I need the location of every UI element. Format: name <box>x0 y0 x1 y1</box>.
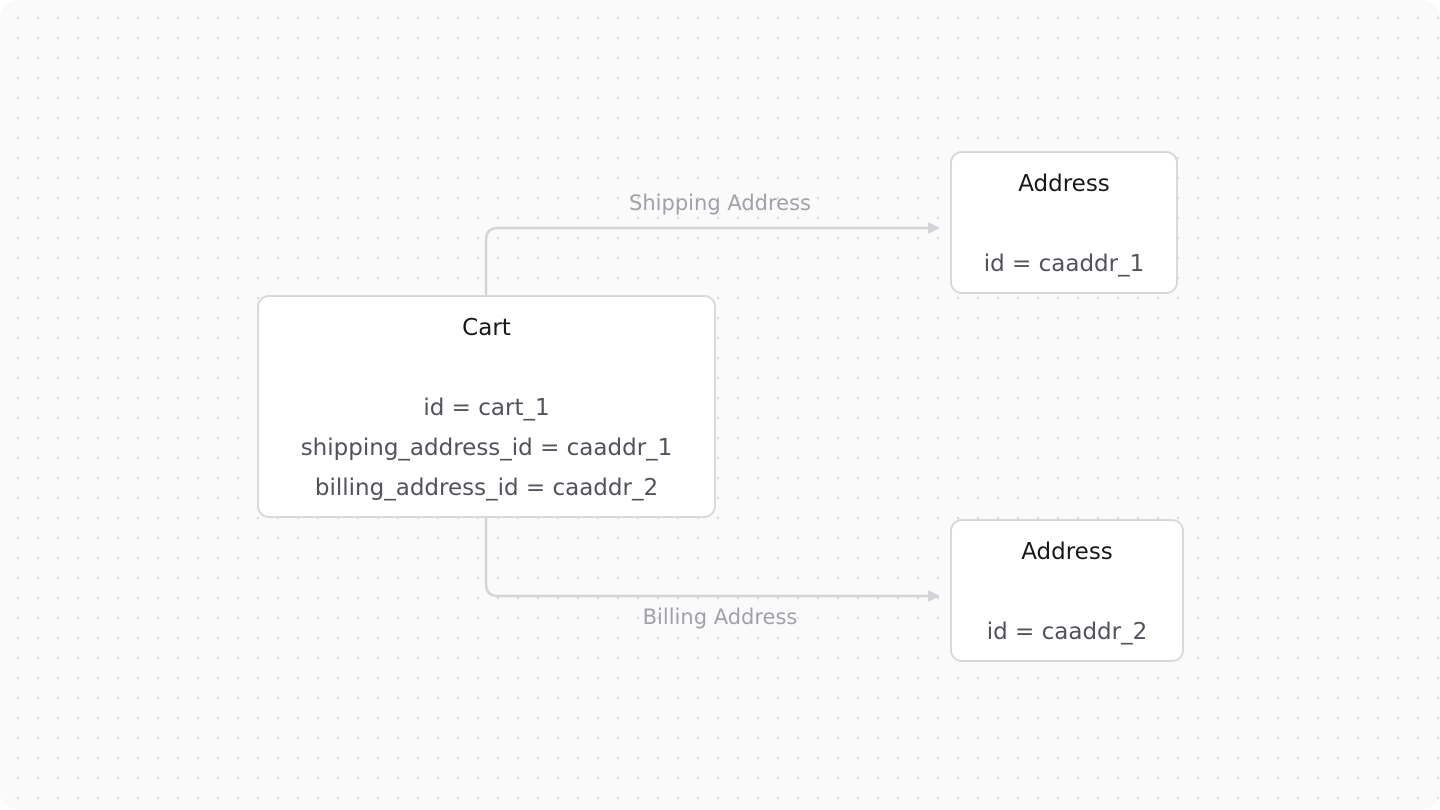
billing-address-node[interactable]: Address id = caaddr_2 <box>950 519 1184 662</box>
shipping-edge-label: Shipping Address <box>629 191 811 215</box>
cart-shipping-address-id-field: shipping_address_id = caaddr_1 <box>300 435 673 461</box>
cart-billing-address-id-field: billing_address_id = caaddr_2 <box>314 475 659 501</box>
shipping-address-node[interactable]: Address id = caaddr_1 <box>950 151 1178 294</box>
cart-id-field: id = cart_1 <box>423 395 550 421</box>
cart-node[interactable]: Cart id = cart_1 shipping_address_id = c… <box>257 295 716 518</box>
shipping-address-id-field: id = caaddr_1 <box>983 251 1145 277</box>
billing-edge-label: Billing Address <box>642 605 798 629</box>
cart-node-title: Cart <box>462 315 511 341</box>
shipping-connector <box>484 222 940 295</box>
shipping-address-node-title: Address <box>1018 171 1110 197</box>
billing-address-id-field: id = caaddr_2 <box>986 619 1148 645</box>
billing-address-node-title: Address <box>1021 539 1113 565</box>
billing-connector <box>484 517 940 602</box>
